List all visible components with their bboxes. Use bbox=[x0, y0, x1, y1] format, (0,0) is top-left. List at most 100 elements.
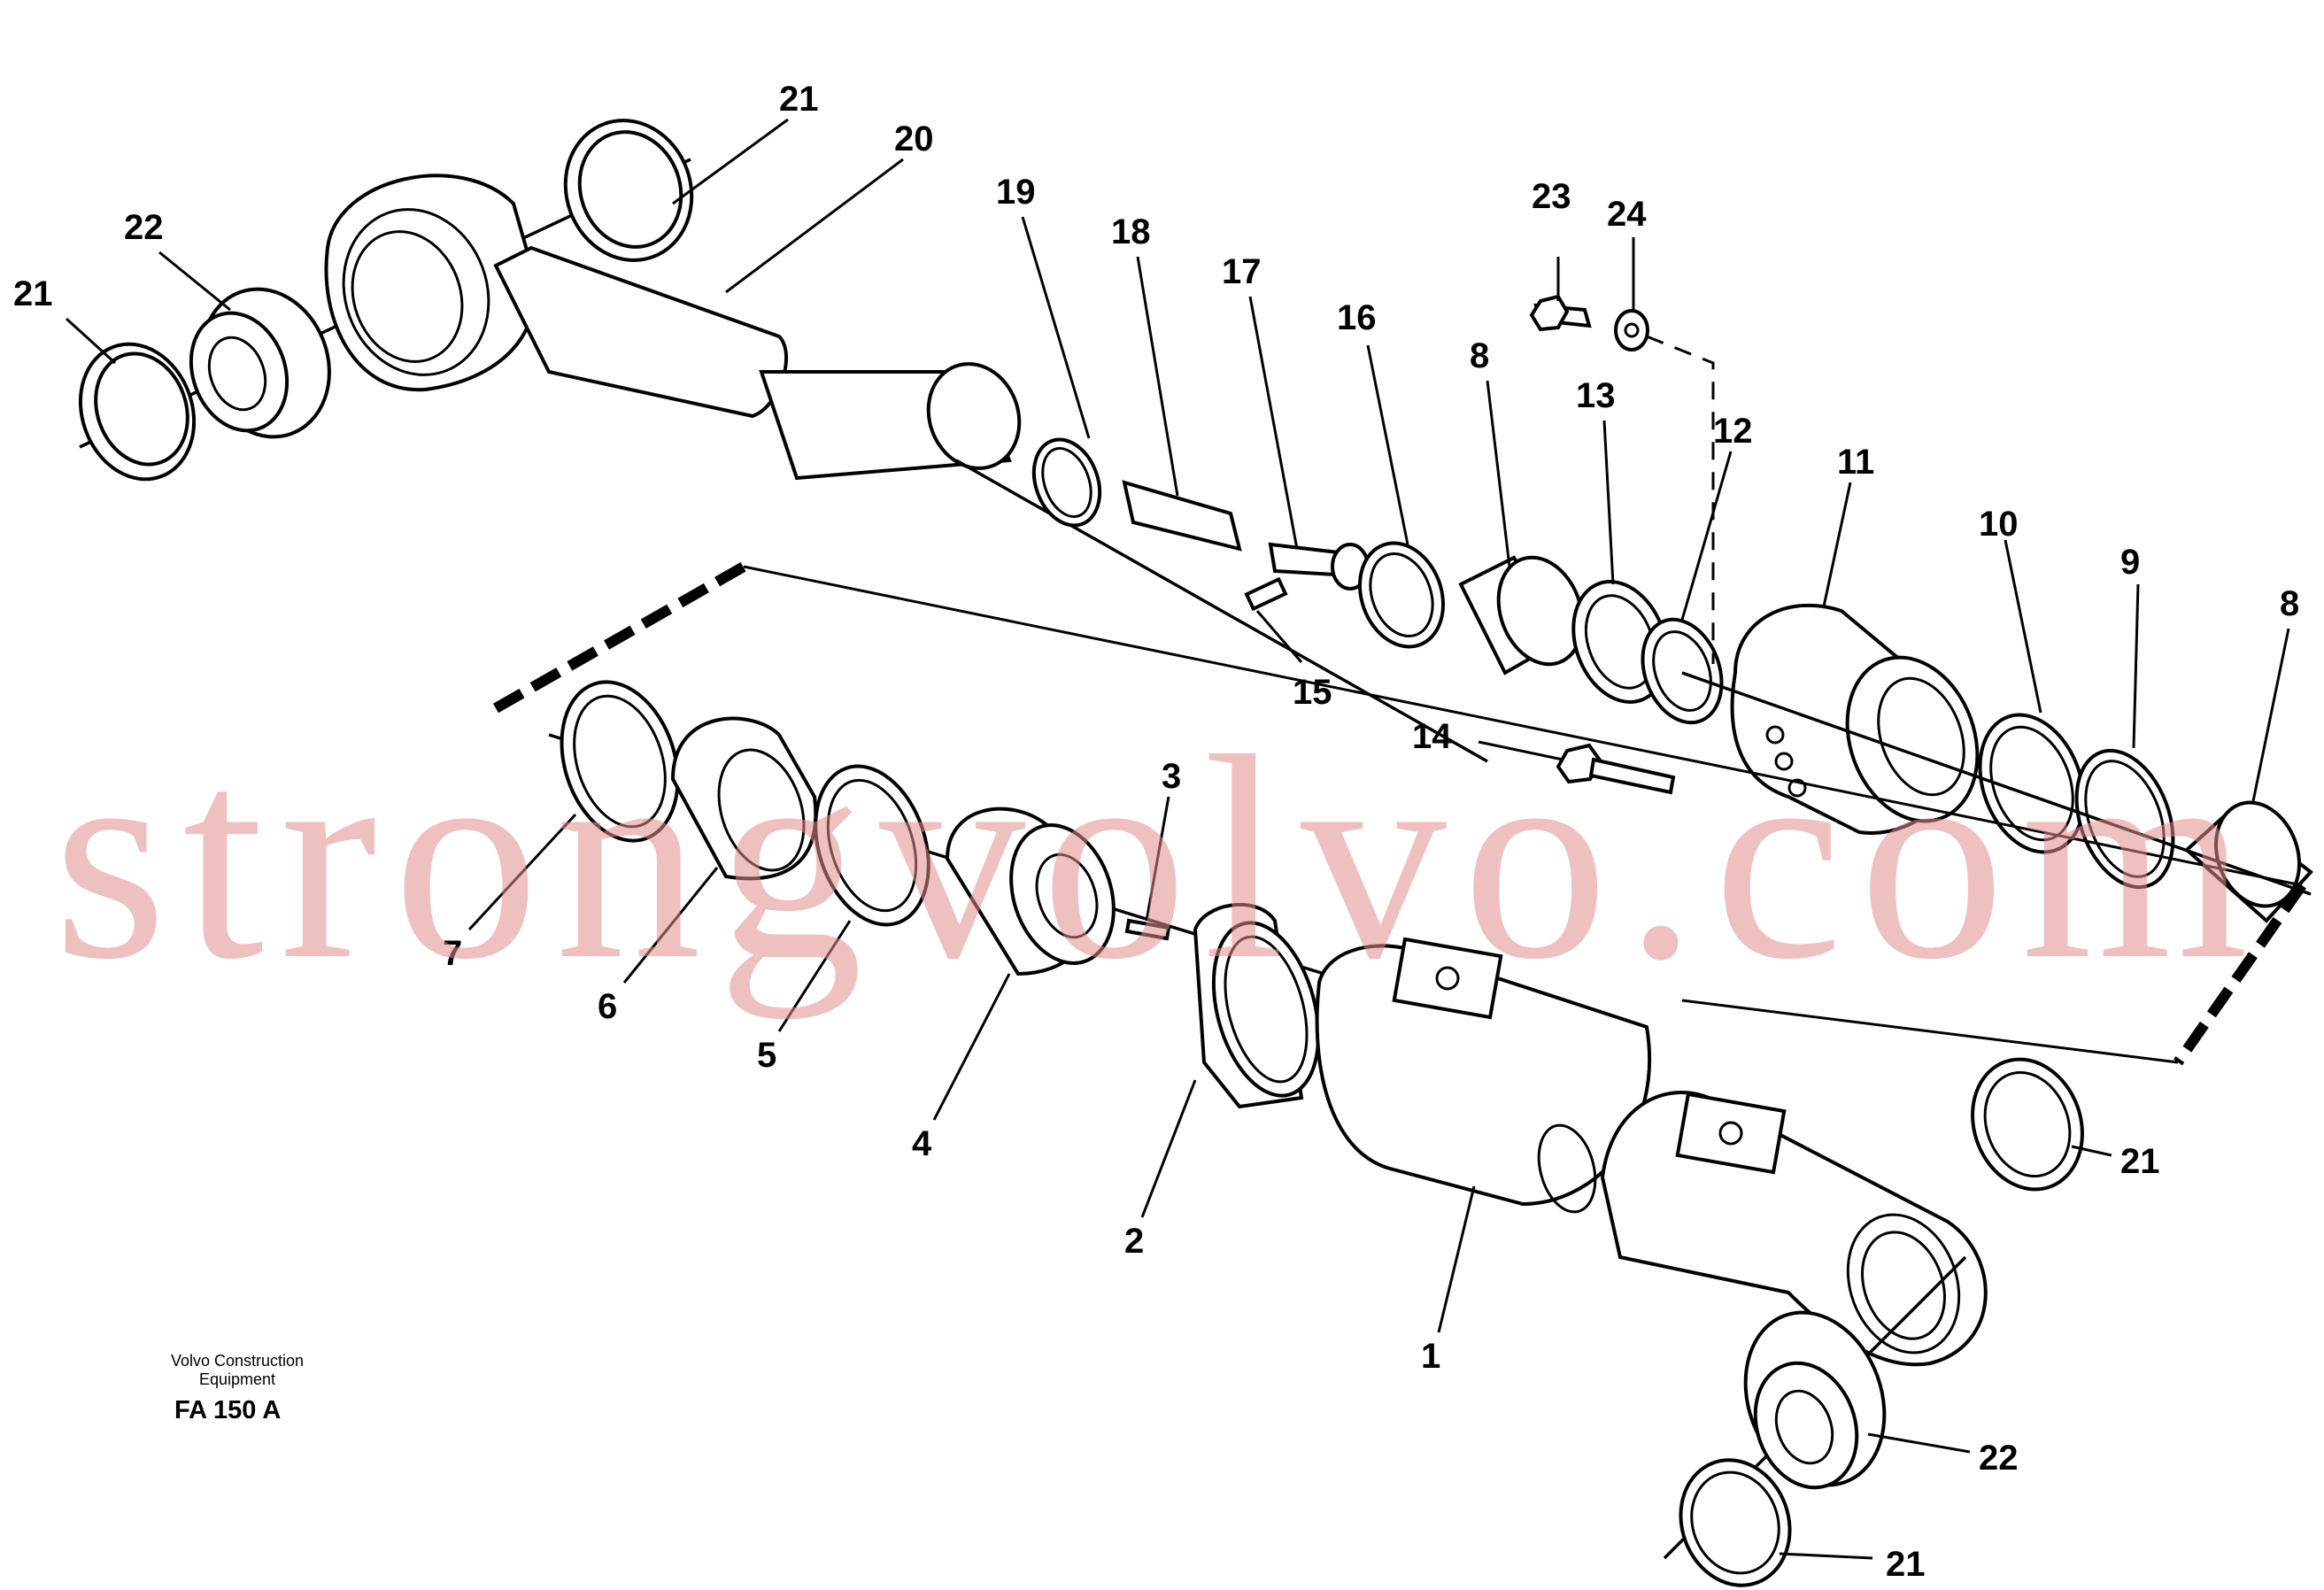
ring-5-inner bbox=[826, 778, 918, 913]
callout-8: 8 bbox=[2280, 584, 2299, 623]
callout-21: 21 bbox=[13, 274, 53, 313]
callout-4: 4 bbox=[912, 1124, 932, 1163]
rod-eye-bore-inner bbox=[351, 230, 464, 363]
callout-7: 7 bbox=[443, 934, 462, 973]
callout-19: 19 bbox=[996, 173, 1036, 212]
leader-21-left bbox=[65, 317, 117, 365]
circlip-21-top-inner bbox=[577, 130, 683, 249]
ring-10-inner bbox=[1989, 725, 2074, 842]
piston-4-bore bbox=[1035, 853, 1099, 939]
washer-24-hole bbox=[1624, 322, 1640, 338]
tube-eye-port-block bbox=[1675, 1092, 1787, 1175]
o-ring-19 bbox=[1031, 437, 1102, 528]
circlip-21-bottom-inner bbox=[1690, 1470, 1780, 1575]
leader-21-top bbox=[672, 118, 789, 205]
callout-3: 3 bbox=[1162, 757, 1181, 796]
rod-assembly bbox=[78, 119, 1488, 763]
rod-eye-bore-outer bbox=[342, 208, 490, 376]
axis-line-upper bbox=[955, 459, 1488, 763]
callout-8: 8 bbox=[1470, 336, 1489, 375]
leader-22-bottom bbox=[1867, 1432, 1971, 1454]
screw-23-head bbox=[1529, 294, 1570, 332]
bearing-22-left-face bbox=[189, 311, 290, 433]
leader-15 bbox=[1255, 610, 1303, 663]
callout-13: 13 bbox=[1576, 376, 1616, 415]
seal-ring-16-inner bbox=[1369, 552, 1434, 637]
leader-21-bottom bbox=[1779, 1552, 1873, 1560]
head-bolt-hole bbox=[1774, 752, 1794, 771]
leader-19 bbox=[1021, 216, 1091, 439]
bushing-2-face bbox=[1211, 921, 1321, 1098]
ring-12 bbox=[1641, 617, 1724, 725]
leader-3 bbox=[1145, 796, 1170, 922]
callout-11: 11 bbox=[1837, 443, 1874, 482]
cylinder-head-11-bore bbox=[1877, 676, 1965, 797]
piston-group-bracket bbox=[493, 561, 2306, 1066]
leader-5 bbox=[777, 920, 852, 1032]
company-line-2: Equipment bbox=[198, 1370, 276, 1388]
leader-13 bbox=[1602, 420, 1615, 585]
leader-9 bbox=[2132, 583, 2140, 749]
leader-6 bbox=[622, 867, 719, 984]
spring-18 bbox=[1122, 480, 1242, 552]
callout-23: 23 bbox=[1532, 177, 1571, 216]
leader-11 bbox=[1822, 482, 1852, 607]
cylinder-tube-1 bbox=[1315, 944, 1652, 1207]
ring-9 bbox=[2074, 748, 2175, 890]
callout-17: 17 bbox=[1222, 252, 1262, 291]
head-bolt-hole bbox=[1765, 725, 1785, 745]
axis-line-head bbox=[1681, 671, 2312, 896]
seal-6 bbox=[670, 716, 818, 881]
callout-5: 5 bbox=[757, 1036, 776, 1075]
callout-10: 10 bbox=[1979, 505, 2019, 544]
screw-3 bbox=[1124, 918, 1171, 941]
leader-2 bbox=[1140, 1079, 1197, 1218]
leader-12 bbox=[1680, 451, 1733, 621]
pin-15 bbox=[1244, 576, 1288, 612]
callout-12: 12 bbox=[1713, 412, 1753, 451]
rod-thread-face bbox=[926, 362, 1022, 470]
leader-4 bbox=[932, 973, 1011, 1121]
tube-port-hole bbox=[1435, 966, 1460, 991]
bushing-2-bore bbox=[1224, 935, 1309, 1084]
piston-group bbox=[548, 680, 1612, 1064]
figure-code: FA 150 A bbox=[174, 1396, 282, 1424]
bracket-line-bottom bbox=[1681, 999, 2179, 1064]
leader-10 bbox=[2004, 539, 2042, 714]
leader-16 bbox=[1366, 344, 1409, 545]
circlip-21-right-inner bbox=[1983, 1070, 2072, 1178]
bracket-line-top bbox=[743, 565, 2303, 887]
tube-port-block bbox=[1392, 937, 1503, 1020]
ring-5 bbox=[814, 764, 930, 927]
leader-8-upper bbox=[1486, 380, 1511, 567]
cylinder-tube-group bbox=[1193, 902, 2084, 1587]
callout-21: 21 bbox=[779, 80, 819, 119]
ring-9-inner bbox=[2084, 760, 2166, 878]
leader-lines bbox=[65, 118, 2290, 1560]
callout-22: 22 bbox=[1979, 1439, 2019, 1478]
tube-eye-port-hole bbox=[1718, 1121, 1743, 1146]
callout-18: 18 bbox=[1111, 212, 1151, 251]
callout-labels: 21 20 22 21 19 18 17 16 8 23 24 13 12 11… bbox=[13, 80, 2299, 1584]
ring-7-inner bbox=[573, 694, 667, 829]
leader-1 bbox=[1437, 1185, 1476, 1333]
bearing-22-bottom-bore bbox=[1774, 1389, 1834, 1465]
washer-24 bbox=[1614, 309, 1649, 351]
leader-14 bbox=[1478, 740, 1563, 761]
leader-20 bbox=[725, 158, 904, 294]
leader-21-right bbox=[2071, 1145, 2112, 1157]
circlip-21-left-inner bbox=[94, 351, 189, 467]
callout-21: 21 bbox=[1886, 1545, 1926, 1584]
callout-1: 1 bbox=[1421, 1337, 1440, 1376]
leader-18 bbox=[1136, 256, 1179, 497]
tube-end-bore bbox=[1537, 1123, 1597, 1214]
ring-12-inner bbox=[1652, 630, 1712, 712]
bracket-dashed-right bbox=[2173, 882, 2306, 1066]
head-bolt-hole bbox=[1787, 778, 1807, 798]
callout-15: 15 bbox=[1293, 673, 1332, 712]
company-name: Volvo Construction Equipment bbox=[122, 1352, 352, 1389]
leader-8-lower bbox=[2251, 628, 2290, 802]
tube-eye-bore-inner bbox=[1861, 1231, 1946, 1340]
o-ring-19-inner bbox=[1041, 446, 1093, 519]
